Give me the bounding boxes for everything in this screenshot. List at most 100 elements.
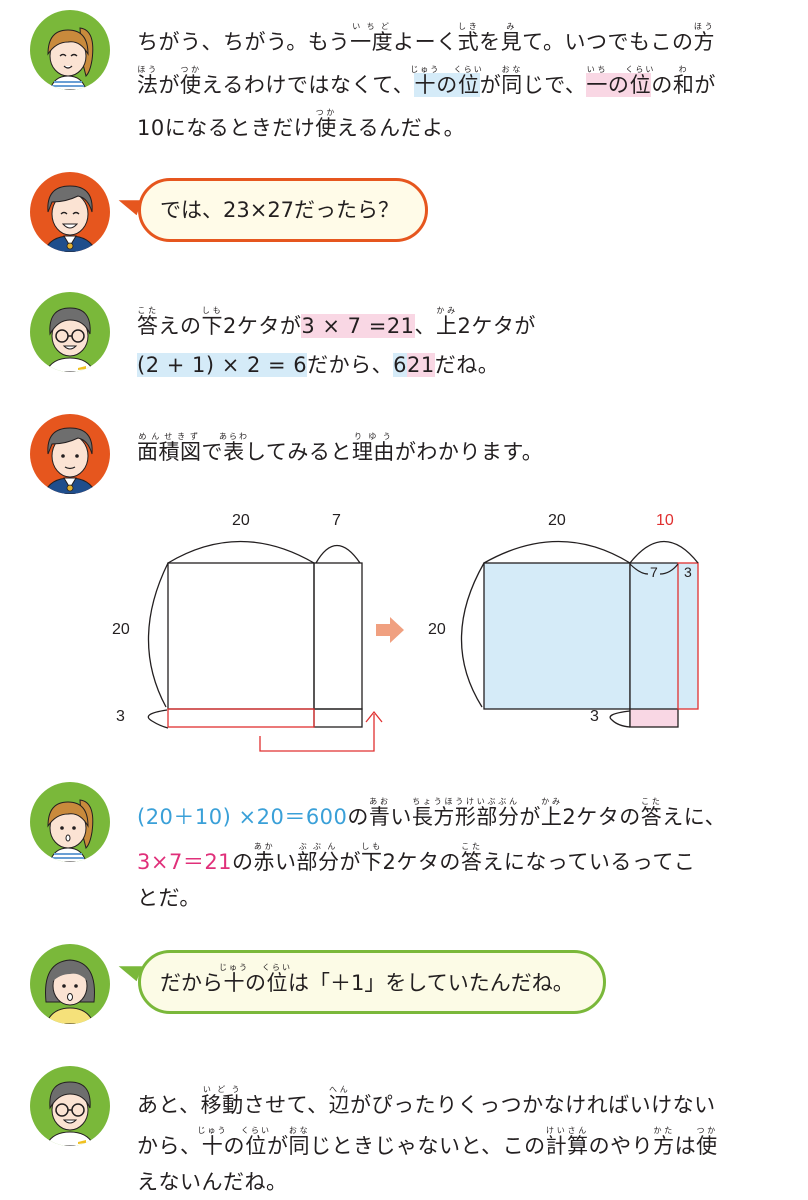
text-segment: が <box>267 1134 289 1158</box>
highlighted-text: 位くらい <box>453 65 484 97</box>
dialogue-line: とだ。 <box>137 884 201 912</box>
text-segment: 式しき <box>457 22 480 55</box>
text-segment: の <box>245 971 266 995</box>
text-segment: 表あらわ <box>219 432 249 465</box>
text-segment: 辺へん <box>328 1085 351 1118</box>
text-segment: 使つか <box>180 65 202 98</box>
text-segment: 長方形部分ちょうほうけいぶぶん <box>411 797 520 830</box>
text-segment: えないんだね。 <box>137 1170 288 1194</box>
text-segment: 2ケタが <box>457 314 536 338</box>
teacher-icon <box>30 172 110 252</box>
left-red-strip <box>167 708 383 752</box>
text-segment: 赤あか <box>253 842 276 875</box>
right-area-model <box>460 540 699 728</box>
text-segment: のやり <box>588 1134 654 1158</box>
dialogue-line: 3×7＝21の赤あかい部分ぶぶんが下しも2ケタの答こたえになっているってこ <box>137 842 695 876</box>
text-segment: 方ほう <box>693 22 715 55</box>
highlighted-text: の <box>436 73 458 97</box>
dialogue-line: あと、移動いどうさせて、辺へんがぴったりくっつかなければいけない <box>137 1085 716 1119</box>
text-segment: だから、 <box>307 353 394 377</box>
right-side-label-3: 3 <box>590 708 599 725</box>
text-segment: が <box>339 850 362 874</box>
text-segment: 方かた <box>653 1126 675 1159</box>
text-segment: い <box>390 805 412 829</box>
boy-glasses-icon <box>30 1066 110 1146</box>
text-segment: 十じゅう <box>219 963 249 996</box>
text-segment: 同おな <box>501 65 523 98</box>
text-segment: 十じゅう <box>197 1126 228 1159</box>
text-segment: じで、 <box>522 73 587 97</box>
text-segment: えるわけではなくて、 <box>201 73 415 97</box>
text-segment: は <box>674 1134 697 1158</box>
text-segment: 使つか <box>315 108 337 141</box>
text-segment: じときじゃないと、この <box>310 1134 546 1158</box>
girl-ponytail-icon <box>30 782 110 862</box>
highlighted-text: 21 <box>407 353 435 377</box>
text-segment: 使つか <box>696 1126 718 1159</box>
avatar-boy-glasses <box>30 292 110 372</box>
text-segment: 法ほう <box>137 65 159 98</box>
left-top-label-20: 20 <box>232 512 250 529</box>
text-segment: 位くらい <box>241 1126 271 1159</box>
dialogue-line: 10になるときだけ使つかえるんだよ。 <box>137 108 465 142</box>
highlighted-text: 十じゅう <box>410 65 441 97</box>
text-segment: 上かみ <box>540 797 563 830</box>
speech-bubble-teacher <box>138 178 428 242</box>
left-top-label-7: 7 <box>332 512 341 529</box>
left-side-label-3: 3 <box>116 708 125 725</box>
text-segment: 面積図めんせきず <box>137 432 202 465</box>
highlighted-text: (2 + 1) × 2 = 6 <box>137 353 308 377</box>
text-segment: て。いつでもこの <box>522 30 694 54</box>
text-segment: がわかります。 <box>394 440 544 464</box>
text-segment: が <box>158 73 180 97</box>
text-segment: 2ケタの <box>562 805 641 829</box>
right-top-label-10: 10 <box>656 512 674 529</box>
highlighted-text: の <box>607 73 630 97</box>
text-segment: が <box>694 73 716 97</box>
text-segment: い <box>275 850 297 874</box>
text-segment: で <box>201 440 223 464</box>
text-segment: が <box>479 73 502 97</box>
text-segment: あと、 <box>137 1093 201 1117</box>
text-segment: では、23×27だったら？ <box>160 198 400 222</box>
highlighted-text: 一いち <box>586 65 608 97</box>
dialogue-line: 法ほうが使つかえるわけではなくて、十じゅうの位くらいが同おなじで、一いちの位くら… <box>137 65 716 99</box>
dialogue-line: から、十じゅうの位くらいが同おなじときじゃないと、この計算けいさんのやり方かたは… <box>137 1126 718 1160</box>
right-arrow-icon <box>376 617 404 643</box>
dialogue-line: えないんだね。 <box>137 1168 288 1196</box>
text-segment: だね。 <box>434 353 500 377</box>
text-segment: の <box>347 805 369 829</box>
teacher-icon <box>30 414 110 494</box>
right-inner-label-7: 7 <box>650 564 658 580</box>
boy-glasses-icon <box>30 292 110 372</box>
text-segment: えになっているってこ <box>482 850 696 874</box>
avatar-girl-ponytail <box>30 10 110 90</box>
text-segment: が <box>519 805 541 829</box>
text-segment: 一度いちど <box>350 22 394 55</box>
dialogue-line: だから十じゅうの位くらいは「＋1」をしていたんだね。 <box>160 963 574 997</box>
text-segment: を <box>479 30 501 54</box>
speech-bubble-girl <box>138 950 606 1014</box>
text-segment: えるんだよ。 <box>336 116 466 140</box>
text-segment: の <box>232 850 254 874</box>
text-segment: から、 <box>137 1134 202 1158</box>
text-segment: 見み <box>500 22 523 55</box>
text-segment: の <box>223 1134 245 1158</box>
text-segment: 部分ぶぶん <box>296 842 340 875</box>
text-segment: させて、 <box>243 1093 329 1117</box>
area-diagram: 20 7 20 3 20 10 7 3 20 3 <box>100 500 740 760</box>
text-segment: 理由りゆう <box>351 432 395 465</box>
text-segment: 2ケタが <box>223 314 302 338</box>
dialogue-line: 面積図めんせきずで表あらわしてみると理由りゆうがわかります。 <box>137 432 543 466</box>
right-inner-label-3: 3 <box>684 564 692 580</box>
text-segment: 青あお <box>368 797 391 830</box>
text-segment: 同おな <box>288 1126 310 1159</box>
dialogue-line: ちがう、ちがう。もう一度いちどよーく式しきを見みて。いつでもこの方ほう <box>137 22 715 56</box>
text-segment: 位くらい <box>262 963 292 996</box>
area-diagram-svg <box>147 540 699 752</box>
text-segment: 2ケタの <box>382 850 461 874</box>
dialogue-line: 答こたえの下しも2ケタが3 × 7 =21、上かみ2ケタが <box>137 306 536 340</box>
text-segment: 、 <box>414 314 437 338</box>
dialogue-line: (20＋10) ×20＝600の青あおい長方形部分ちょうほうけいぶぶんが上かみ2… <box>137 797 726 831</box>
text-segment: 答こた <box>460 842 483 875</box>
